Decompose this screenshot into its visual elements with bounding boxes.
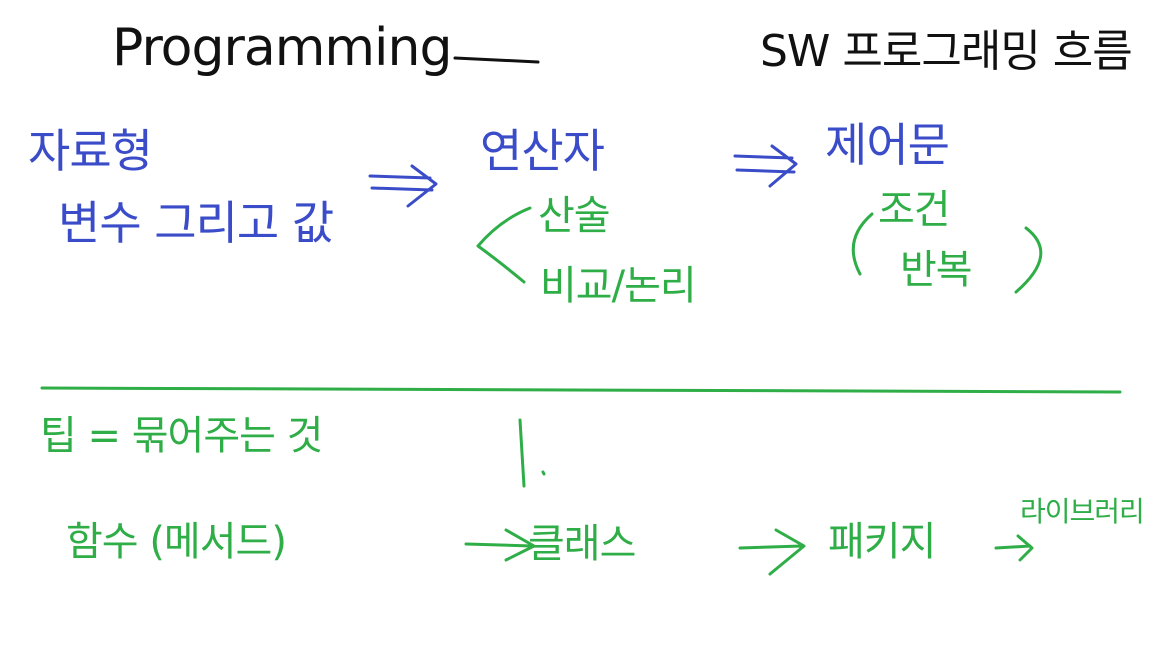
label-loop: 반복 bbox=[900, 247, 973, 293]
arrow-1-icon bbox=[464, 528, 536, 562]
right-paren-stroke bbox=[1014, 226, 1043, 294]
arrow-3-icon bbox=[994, 534, 1034, 562]
label-arithmetic: 산술 bbox=[538, 193, 611, 239]
label-condition: 조건 bbox=[878, 187, 951, 233]
label-control-statements: 제어문 bbox=[825, 118, 950, 172]
dot-stroke bbox=[541, 470, 546, 476]
label-package: 패키지 bbox=[828, 519, 936, 565]
left-paren-stroke bbox=[851, 212, 874, 276]
double-arrow-1-icon bbox=[368, 164, 438, 208]
label-function-method: 함수 (메서드) bbox=[66, 519, 287, 565]
cursor-bar-stroke bbox=[518, 418, 526, 488]
label-library: 라이브러리 bbox=[1020, 495, 1145, 528]
header-underline-stroke bbox=[453, 56, 540, 64]
section-divider-line bbox=[40, 386, 1122, 394]
header-left-title: Programming bbox=[112, 18, 452, 78]
label-comparison-logic: 비교/논리 bbox=[540, 263, 697, 309]
label-tip: 팁 = 묶어주는 것 bbox=[40, 413, 323, 459]
label-data-type: 자료형 bbox=[28, 124, 153, 178]
arrow-2-icon bbox=[738, 528, 806, 576]
label-operators: 연산자 bbox=[480, 124, 605, 178]
header-right-title: SW 프로그래밍 흐름 bbox=[760, 26, 1133, 77]
label-variables-values: 변수 그리고 값 bbox=[58, 196, 334, 250]
double-arrow-2-icon bbox=[733, 144, 798, 188]
branch-bracket-stroke bbox=[476, 206, 532, 284]
label-class: 클래스 bbox=[528, 521, 636, 567]
